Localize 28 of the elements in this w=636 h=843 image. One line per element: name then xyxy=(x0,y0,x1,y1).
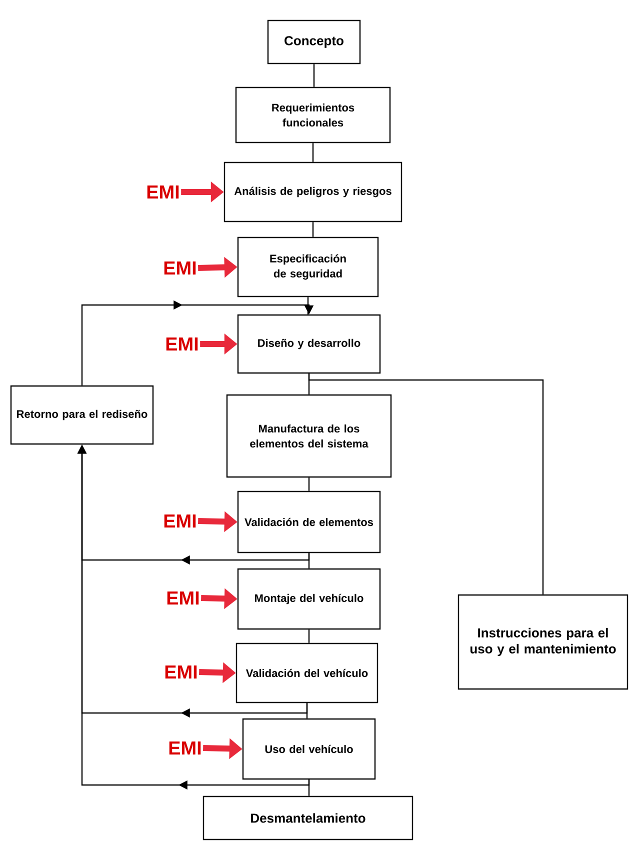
input-label: EMI xyxy=(164,261,196,275)
feedback-arrow xyxy=(81,300,314,386)
input-label: EMI xyxy=(169,741,201,755)
connector-line xyxy=(313,64,315,87)
process-box: Análisis de peligros y riesgos xyxy=(224,162,402,222)
process-box: Manufactura de los elementos del sistema xyxy=(226,394,392,478)
input-label: EMI xyxy=(166,337,198,351)
process-box: Uso del vehículo xyxy=(242,718,376,780)
process-box: Desmantelamiento xyxy=(202,796,414,840)
input-label: EMI xyxy=(167,591,199,605)
process-box: Validación del vehículo xyxy=(236,642,378,704)
process-box: Validación de elementos xyxy=(237,490,381,554)
process-box: Montaje del vehículo xyxy=(237,568,381,630)
connector-line xyxy=(312,143,314,162)
connector-line xyxy=(307,297,309,314)
connector-line xyxy=(308,630,310,643)
input-label: EMI xyxy=(147,185,179,199)
process-box: Diseño y desarrollo xyxy=(237,314,381,374)
process-box: Retorno para el rediseño xyxy=(10,385,154,445)
input-label: EMI xyxy=(164,514,196,528)
process-box: Especificación de seguridad xyxy=(237,236,379,298)
process-box: Requerimientos funcionales xyxy=(235,86,391,144)
process-box: Instrucciones para el uso y el mantenimiento xyxy=(458,594,628,690)
input-label: EMI xyxy=(165,665,197,679)
connector-line xyxy=(308,374,544,594)
connector-line xyxy=(312,222,314,237)
process-box: Concepto xyxy=(267,20,361,64)
connector-line xyxy=(308,478,310,491)
